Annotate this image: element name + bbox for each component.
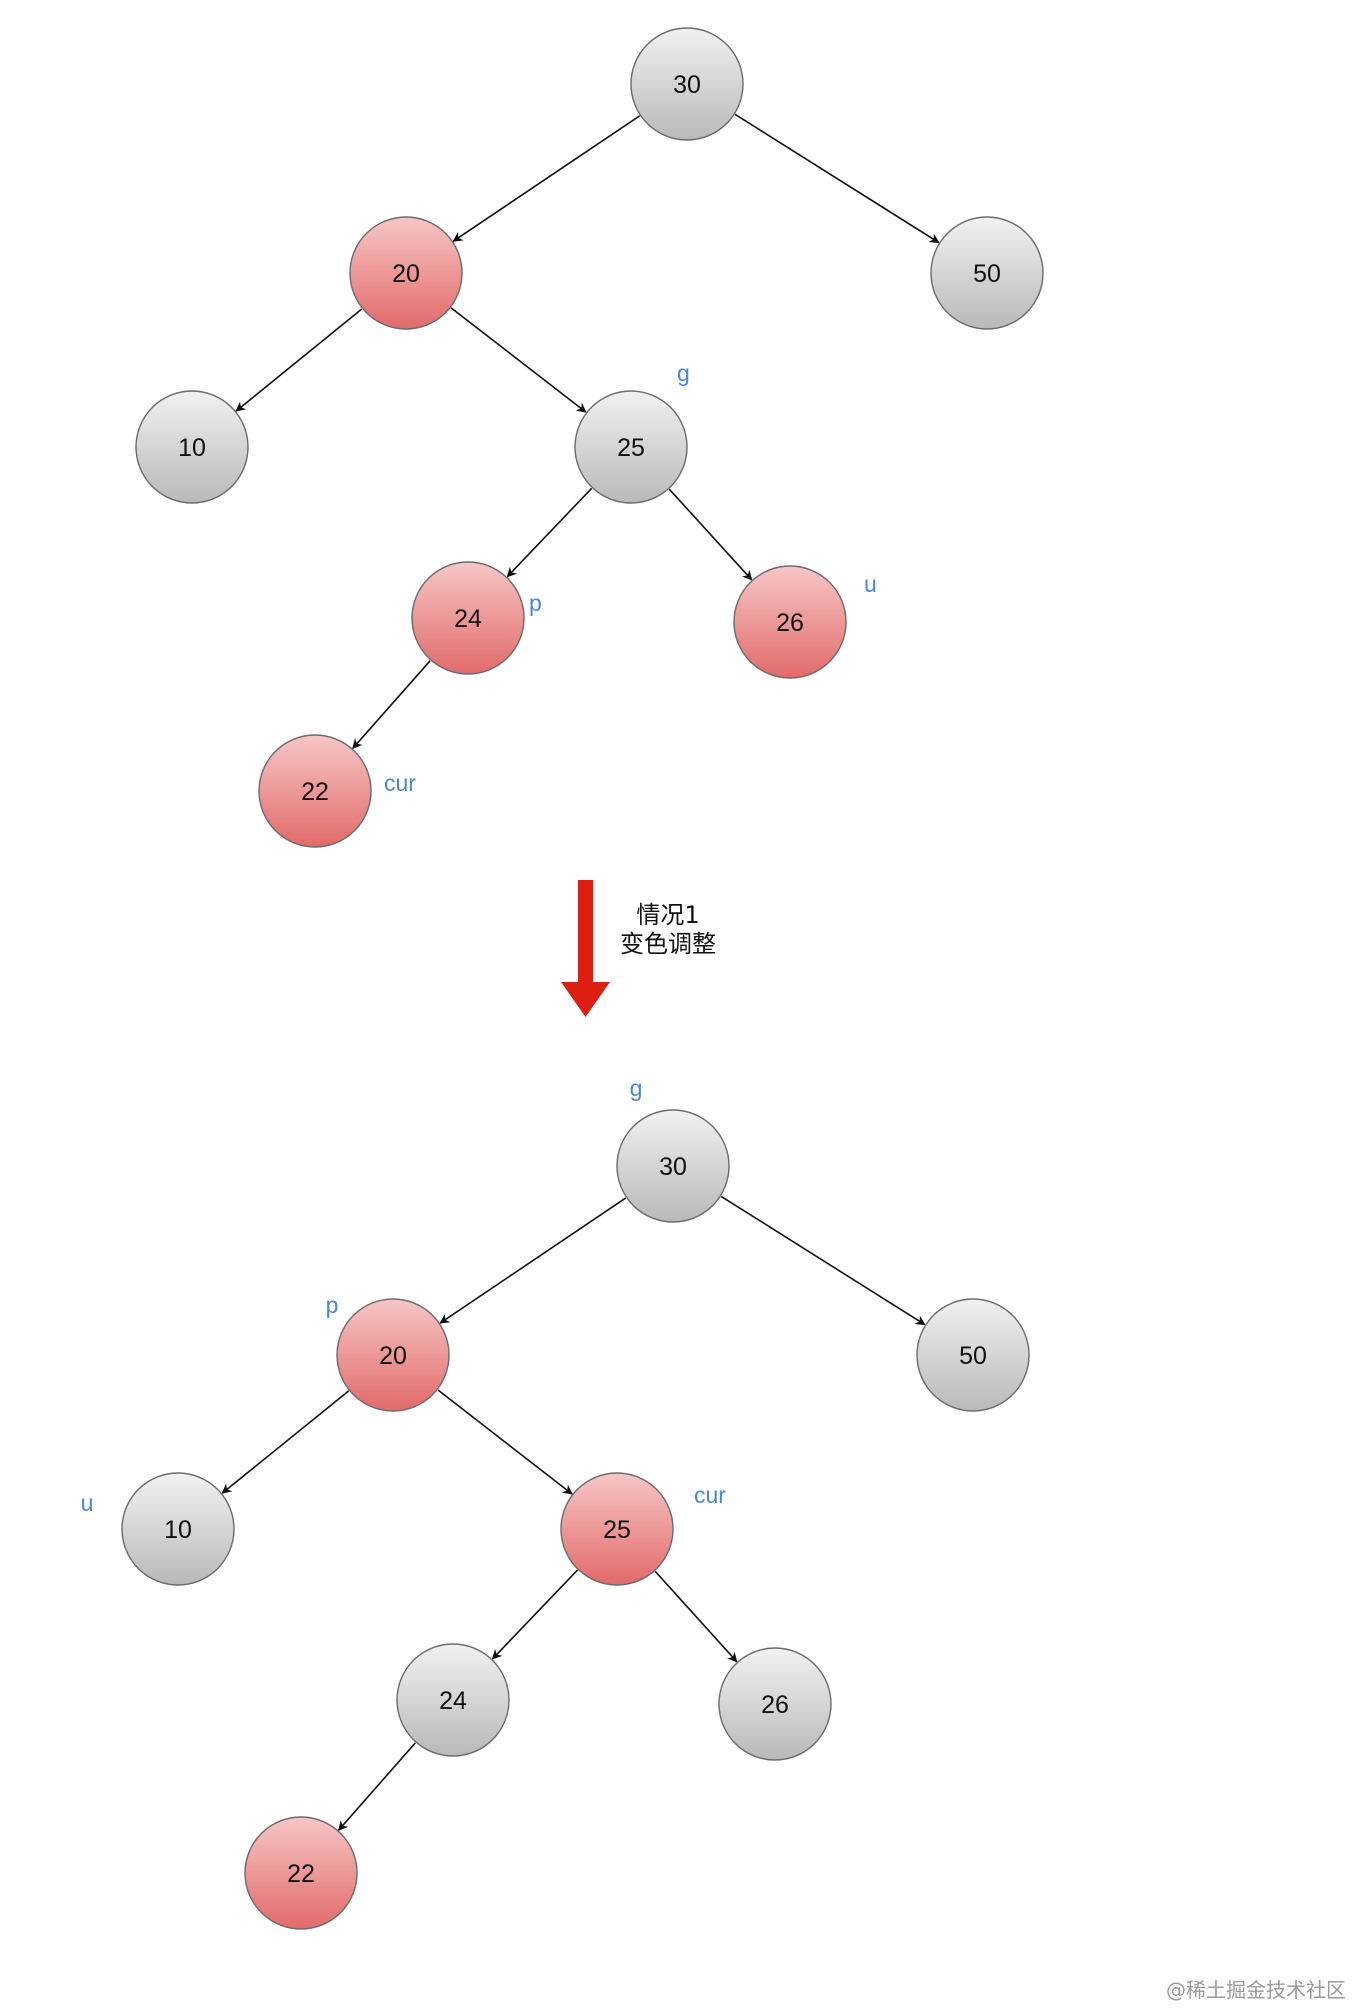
node-value-label: 50 bbox=[973, 260, 1001, 288]
node-value-label: 20 bbox=[392, 260, 420, 288]
role-label-g: g bbox=[677, 360, 690, 386]
role-label-g: g bbox=[630, 1075, 643, 1101]
black-node-circle bbox=[135, 390, 249, 504]
node-value-label: 10 bbox=[178, 434, 206, 462]
tree-node-26: 26 bbox=[718, 1647, 832, 1761]
tree-before-edges bbox=[235, 113, 940, 750]
edge-n20-n10 bbox=[235, 308, 363, 412]
edge-m24-m22 bbox=[337, 1742, 417, 1831]
tree-node-30: 30 bbox=[630, 27, 744, 141]
black-node-circle bbox=[121, 1472, 235, 1586]
transition-step: 情况1 变色调整 bbox=[561, 880, 716, 1017]
tree-node-10: 10 u bbox=[81, 1472, 235, 1586]
red-node-circle bbox=[349, 216, 463, 330]
tree-node-50: 50 bbox=[930, 216, 1044, 330]
node-value-label: 26 bbox=[761, 1691, 789, 1719]
role-label-cur: cur bbox=[384, 770, 416, 796]
node-value-label: 22 bbox=[287, 1860, 315, 1888]
edge-m30-m50 bbox=[720, 1195, 926, 1326]
red-node-circle bbox=[336, 1298, 450, 1412]
edge-n25-n26 bbox=[668, 488, 753, 581]
node-value-label: 25 bbox=[603, 1516, 631, 1544]
tree-node-20: 20 bbox=[349, 216, 463, 330]
edge-m30-m20 bbox=[439, 1197, 627, 1324]
node-value-label: 26 bbox=[776, 609, 804, 637]
role-label-cur: cur bbox=[694, 1482, 726, 1508]
tree-after-nodes: 30 g 20 p 50 10 u 25 cur 24 26 22 bbox=[81, 1075, 1030, 1930]
edge-m25-m26 bbox=[654, 1570, 738, 1663]
red-node-circle bbox=[244, 1816, 358, 1930]
edge-m20-m25 bbox=[437, 1389, 573, 1495]
edge-n20-n25 bbox=[450, 307, 587, 413]
tree-node-30: 30 g bbox=[616, 1075, 730, 1223]
node-value-label: 30 bbox=[659, 1153, 687, 1181]
tree-node-10: 10 bbox=[135, 390, 249, 504]
node-value-label: 22 bbox=[301, 778, 329, 806]
down-arrow-icon bbox=[561, 880, 610, 1017]
edge-n24-n22 bbox=[352, 660, 431, 750]
tree-after-edges bbox=[221, 1195, 926, 1831]
tree-before-recolor: 30 20 50 10 25 g 24 p 26 u 22 cur bbox=[135, 27, 1044, 848]
node-value-label: 24 bbox=[454, 605, 482, 633]
tree-node-26: 26 u bbox=[733, 565, 877, 679]
tree-after-recolor: 30 g 20 p 50 10 u 25 cur 24 26 22 bbox=[81, 1075, 1030, 1930]
tree-node-25: 25 g bbox=[574, 360, 690, 504]
watermark-text: @稀土掘金技术社区 bbox=[1166, 1978, 1346, 2002]
node-value-label: 50 bbox=[959, 1342, 987, 1370]
black-node-circle bbox=[718, 1647, 832, 1761]
tree-node-50: 50 bbox=[916, 1298, 1030, 1412]
black-node-circle bbox=[916, 1298, 1030, 1412]
node-value-label: 10 bbox=[164, 1516, 192, 1544]
tree-before-nodes: 30 20 50 10 25 g 24 p 26 u 22 cur bbox=[135, 27, 1044, 848]
black-node-circle bbox=[630, 27, 744, 141]
role-label-u: u bbox=[864, 571, 877, 597]
tree-node-22: 22 cur bbox=[258, 734, 416, 848]
tree-node-25: 25 cur bbox=[560, 1472, 726, 1586]
edge-n30-n20 bbox=[452, 115, 641, 242]
black-node-circle bbox=[574, 390, 688, 504]
red-node-circle bbox=[411, 561, 525, 675]
node-value-label: 24 bbox=[439, 1687, 467, 1715]
edge-n25-n24 bbox=[506, 487, 593, 578]
tree-node-24: 24 p bbox=[411, 561, 542, 675]
node-value-label: 30 bbox=[673, 71, 701, 99]
edge-m20-m10 bbox=[221, 1390, 350, 1494]
transition-case-label: 情况1 bbox=[636, 901, 699, 929]
red-node-circle bbox=[733, 565, 847, 679]
black-node-circle bbox=[616, 1109, 730, 1223]
black-node-circle bbox=[396, 1643, 510, 1757]
role-label-p: p bbox=[529, 590, 542, 616]
red-node-circle bbox=[258, 734, 372, 848]
tree-node-20: 20 p bbox=[326, 1292, 450, 1412]
tree-node-24: 24 bbox=[396, 1643, 510, 1757]
black-node-circle bbox=[930, 216, 1044, 330]
edge-n30-n50 bbox=[734, 113, 940, 244]
role-label-p: p bbox=[326, 1292, 339, 1318]
transition-action-label: 变色调整 bbox=[620, 930, 716, 958]
node-value-label: 20 bbox=[379, 1342, 407, 1370]
edge-m25-m24 bbox=[491, 1569, 579, 1660]
red-node-circle bbox=[560, 1472, 674, 1586]
role-label-u: u bbox=[81, 1490, 94, 1516]
tree-node-22: 22 bbox=[244, 1816, 358, 1930]
node-value-label: 25 bbox=[617, 434, 645, 462]
